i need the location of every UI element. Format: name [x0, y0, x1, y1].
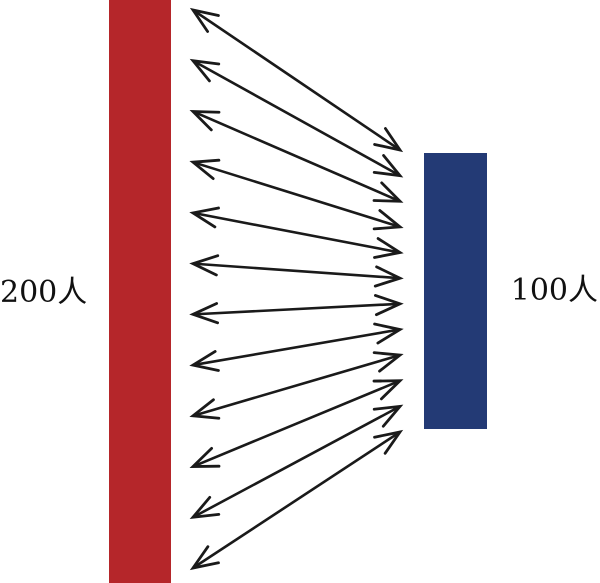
connection-arrow	[189, 351, 404, 420]
connection-arrowhead-left	[189, 302, 220, 325]
connection-arrow	[189, 206, 404, 259]
connection-arrow-shaft	[192, 211, 401, 254]
connection-arrow-shaft	[192, 353, 401, 418]
connection-arrow	[189, 58, 404, 178]
connection-arrowhead-right	[372, 181, 404, 203]
connection-arrowhead-left	[189, 206, 220, 229]
right-group-label: 100人	[510, 273, 598, 308]
connection-arrowhead-right	[373, 322, 404, 345]
connection-arrow-shaft	[192, 379, 401, 468]
connection-arrowhead-right	[372, 209, 404, 231]
connection-arrow	[189, 7, 404, 153]
connection-arrow	[189, 429, 404, 571]
connection-arrowhead-right	[373, 265, 404, 288]
left-group-bar	[109, 0, 171, 583]
connection-arrow	[189, 404, 404, 520]
connection-arrowhead-right	[373, 429, 404, 455]
connection-arrow-shaft	[192, 405, 401, 519]
connection-arrow-shaft	[192, 262, 401, 280]
connection-arrow-shaft	[192, 328, 401, 367]
connection-arrowhead-right	[372, 351, 404, 373]
connection-arrowhead-right	[372, 154, 404, 178]
connection-arrow-shaft	[192, 8, 401, 152]
connection-arrow	[189, 254, 404, 288]
connection-arrow-shaft	[192, 302, 401, 316]
connection-arrow	[189, 379, 404, 468]
connection-arrowhead-left	[189, 446, 221, 468]
connection-arrowhead-left	[189, 398, 221, 420]
connection-arrowhead-left	[189, 495, 221, 520]
connection-arrow	[189, 322, 404, 372]
connection-arrowhead-right	[372, 404, 404, 428]
connection-arrow	[189, 109, 404, 203]
left-group-label: 200人	[0, 275, 88, 310]
connection-arrowhead-left	[189, 545, 220, 571]
connection-arrow	[189, 158, 404, 231]
connection-arrowhead-left	[189, 158, 221, 180]
connection-arrowhead-left	[189, 58, 221, 83]
connection-arrowhead-right	[372, 379, 404, 401]
connection-arrow-shaft	[192, 59, 401, 177]
connection-arrow	[189, 294, 404, 325]
connection-arrowhead-right	[373, 127, 404, 153]
connection-arrowhead-right	[373, 294, 404, 317]
connection-arrow-shaft	[192, 110, 401, 203]
right-group-bar	[424, 153, 487, 429]
connection-arrow-shaft	[192, 430, 401, 570]
connection-arrowhead-left	[189, 109, 221, 132]
arrow-group	[189, 7, 404, 571]
connection-arrowhead-right	[373, 237, 404, 259]
connection-arrow-shaft	[192, 160, 401, 229]
connection-arrowhead-left	[189, 350, 220, 372]
connection-arrowhead-left	[189, 254, 220, 277]
connection-arrowhead-left	[189, 7, 220, 33]
